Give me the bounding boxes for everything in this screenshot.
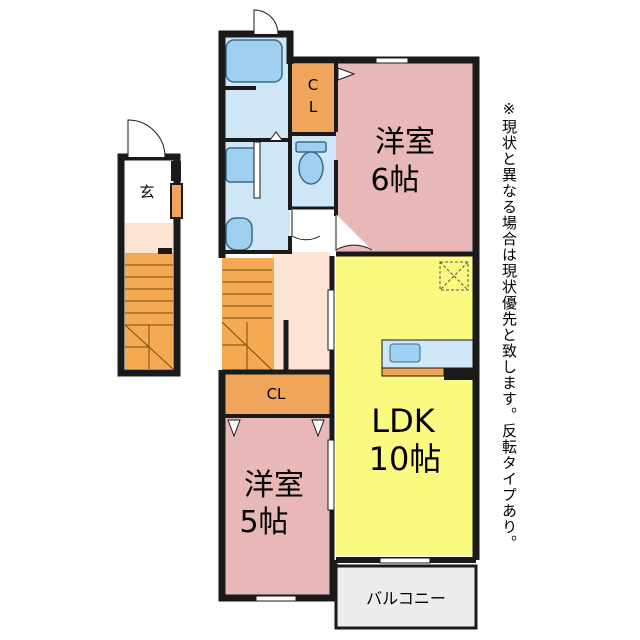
western-room-5-floor (222, 416, 330, 596)
balcony-label: バルコニー (366, 589, 446, 608)
ldk-floor (336, 256, 474, 556)
kitchen-sink (389, 343, 421, 363)
kitchen-cabinet (381, 367, 445, 377)
toilet-door-swing (291, 208, 321, 241)
genkan-label: 玄 (139, 183, 154, 201)
western5-size: 5帖 (239, 505, 288, 540)
closet-top-label-l: L (309, 98, 318, 116)
western5-name: 洋室 (244, 468, 304, 503)
western6-door-swing (335, 214, 373, 251)
window-door-top (253, 9, 279, 35)
bath-door-mark (269, 131, 283, 141)
washing-machine-pan (225, 217, 253, 251)
ldk-size: 10帖 (369, 440, 442, 478)
ceiling-hatch (439, 261, 469, 291)
closet-top-label-c: C (308, 76, 318, 94)
closet-middle-label: CL (267, 385, 286, 403)
toilet-bowl (298, 151, 324, 185)
genkan-shoe-closet (170, 183, 183, 219)
main-stairs (222, 258, 274, 370)
main-unit: C L 洋室 6帖 CL LDK 10帖 洋室 5帖 バルコニー (218, 9, 480, 630)
western6-size: 6帖 (370, 163, 419, 198)
closet5-door-left (227, 419, 241, 438)
western-room-6-floor (336, 60, 474, 256)
disclaimer-note: ※現状と異なる場合は現状優先と致します。反転タイプあり。 (500, 100, 518, 551)
kitchen-pillar (444, 368, 474, 380)
main-stair-lines (221, 269, 273, 371)
bathtub (225, 39, 283, 83)
entrance-unit: 玄 (117, 119, 183, 377)
western6-name: 洋室 (375, 125, 435, 160)
closet-middle (222, 372, 330, 416)
closet-top (290, 64, 336, 132)
closet-door-mark (337, 67, 356, 81)
hall-floor (272, 252, 330, 370)
toilet-tank (295, 141, 327, 153)
entrance-stair-lines (124, 264, 174, 370)
ldk-name: LDK (371, 402, 435, 440)
openings (253, 57, 431, 602)
entrance-door-swing (127, 119, 166, 158)
genkan-floor (125, 161, 173, 223)
entrance-pillar (171, 161, 181, 181)
closet5-door-right (311, 419, 325, 438)
washbasin (225, 147, 257, 183)
entrance-step (158, 248, 172, 254)
